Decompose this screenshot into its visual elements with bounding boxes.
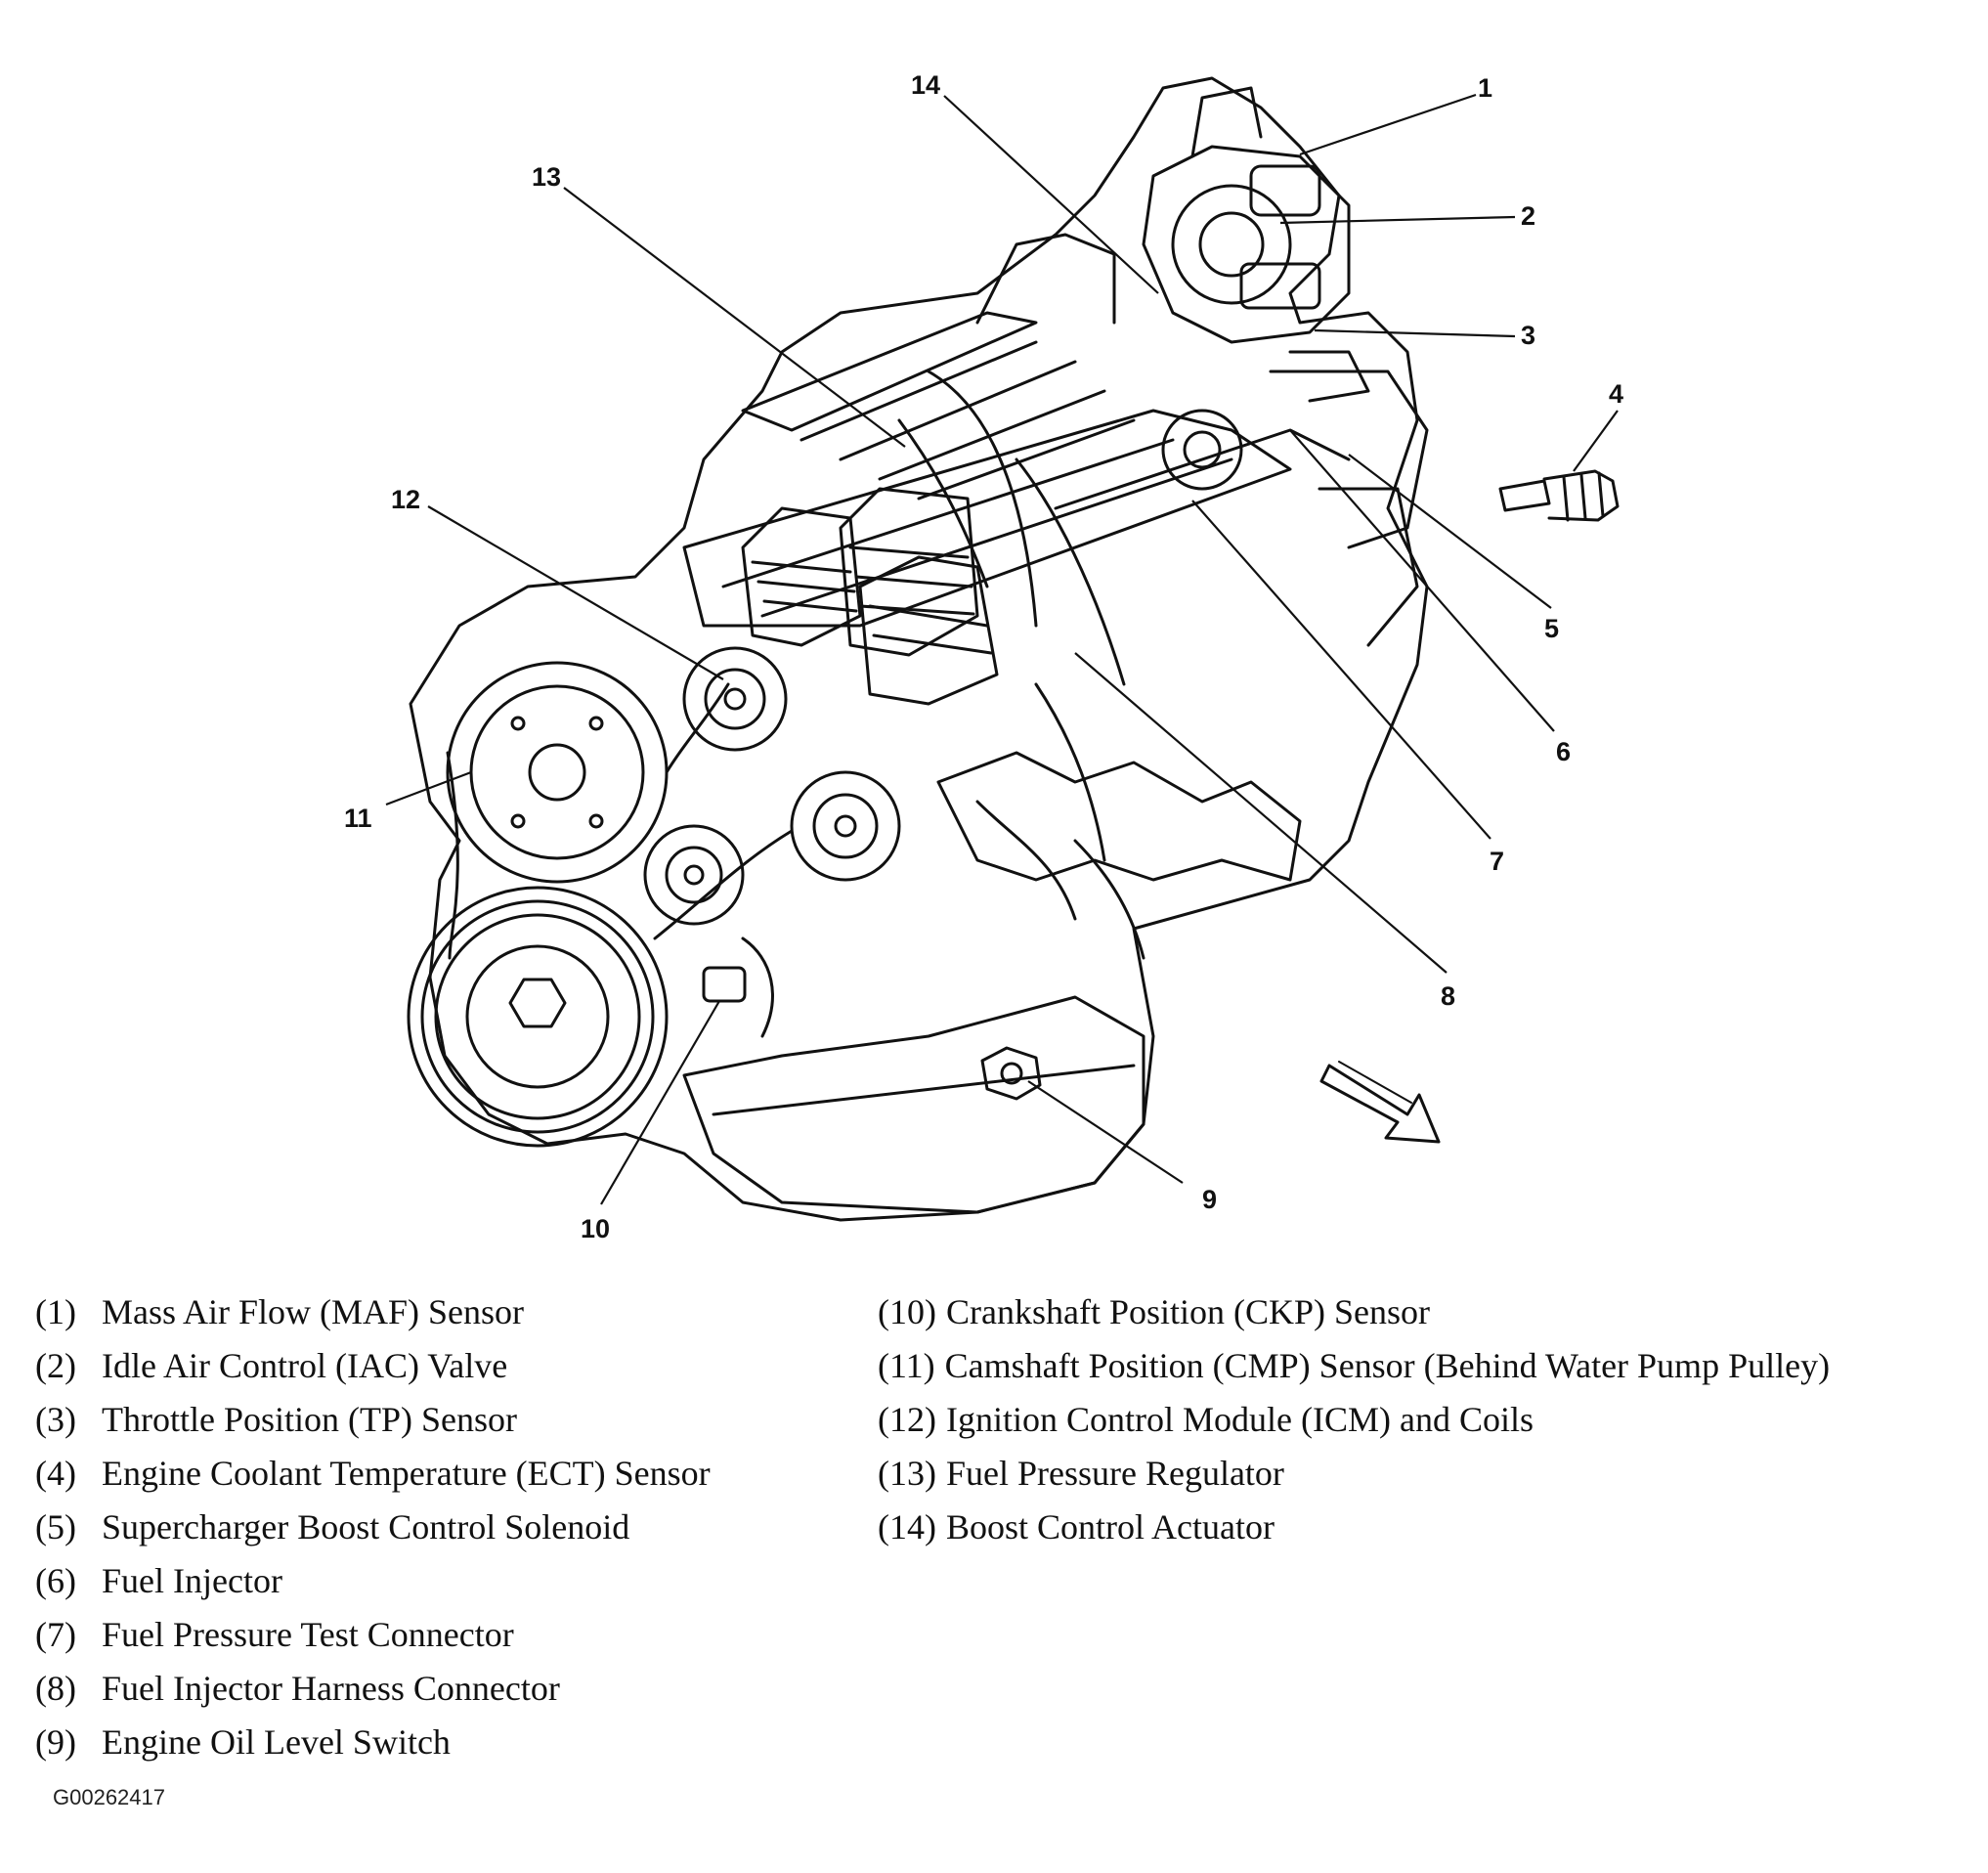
water-pump-pulley [446, 661, 669, 884]
legend-label: Engine Coolant Temperature (ECT) Sensor [102, 1454, 711, 1493]
callout-12: 12 [391, 485, 420, 514]
legend-label: Throttle Position (TP) Sensor [102, 1400, 517, 1439]
legend-label: Fuel Injector Harness Connector [102, 1669, 560, 1708]
legend-number: (11) [878, 1346, 935, 1385]
legend-label: Ignition Control Module (ICM) and Coils [945, 1400, 1534, 1439]
callout-1: 1 [1478, 73, 1492, 103]
legend-number: (1) [35, 1292, 76, 1331]
legend-item: (10)Crankshaft Position (CKP) Sensor [878, 1285, 1830, 1339]
callout-6: 6 [1556, 737, 1571, 766]
callout-11: 11 [344, 804, 372, 833]
legend-item: (13)Fuel Pressure Regulator [878, 1447, 1830, 1501]
leader-line-6 [1289, 429, 1555, 732]
direction-arrow [1319, 1064, 1441, 1144]
coil-pack-left [741, 506, 862, 647]
legend-item: (12)Ignition Control Module (ICM) and Co… [878, 1393, 1830, 1447]
callout-4: 4 [1609, 379, 1623, 409]
throttle-body [1142, 145, 1351, 344]
figure-code: G00262417 [53, 1785, 165, 1809]
legend-number: (14) [878, 1507, 936, 1546]
legend-label: Mass Air Flow (MAF) Sensor [102, 1292, 525, 1331]
leader-line-4 [1573, 410, 1619, 472]
legend-number: (5) [35, 1507, 76, 1546]
leader-line-11 [385, 770, 472, 806]
leader-line-10 [600, 1000, 720, 1205]
legend-label: Camshaft Position (CMP) Sensor (Behind W… [944, 1346, 1831, 1385]
legend-label: Crankshaft Position (CKP) Sensor [945, 1292, 1430, 1331]
leader-line-8 [1074, 652, 1448, 974]
legend-item: (2) Idle Air Control (IAC) Valve [35, 1339, 711, 1393]
legend-label: Idle Air Control (IAC) Valve [102, 1346, 508, 1385]
callout-14: 14 [911, 70, 940, 100]
callout-9: 9 [1202, 1185, 1217, 1214]
engine-outline [409, 76, 1429, 1222]
legend-item: (6) Fuel Injector [35, 1554, 711, 1608]
leader-line-13 [563, 187, 906, 448]
legend-number: (3) [35, 1400, 76, 1439]
legend-item: (4) Engine Coolant Temperature (ECT) Sens… [35, 1447, 711, 1501]
legend-item: (11)Camshaft Position (CMP) Sensor (Behi… [878, 1339, 1830, 1393]
idler-pulley-3 [643, 824, 745, 926]
leader-line-5 [1348, 454, 1552, 609]
callout-3: 3 [1521, 321, 1535, 350]
legend-number: (6) [35, 1561, 76, 1600]
ect-sensor [1498, 479, 1551, 512]
legend-label: Fuel Pressure Test Connector [102, 1615, 514, 1654]
legend-right-column: (10)Crankshaft Position (CKP) Sensor (11… [878, 1285, 1830, 1554]
coil-pack-right [858, 555, 999, 706]
legend-left-column: (1) Mass Air Flow (MAF) Sensor (2) Idle Ai… [35, 1285, 711, 1769]
legend-label: Engine Oil Level Switch [102, 1722, 451, 1762]
legend-label: Supercharger Boost Control Solenoid [102, 1507, 630, 1546]
legend-number: (10) [878, 1292, 936, 1331]
legend-number: (7) [35, 1615, 76, 1654]
leader-line-1 [1299, 93, 1477, 156]
exhaust-manifold [936, 751, 1302, 882]
legend-item: (7) Fuel Pressure Test Connector [35, 1608, 711, 1662]
engine-diagram: 1 2 3 4 5 6 7 8 9 10 11 12 13 14 [344, 70, 1623, 1243]
legend-number: (2) [35, 1346, 76, 1385]
legend-label: Fuel Injector [102, 1561, 282, 1600]
idler-pulley-1 [682, 646, 788, 752]
coil-pack-center [839, 487, 979, 657]
callout-7: 7 [1490, 847, 1504, 876]
callout-8: 8 [1441, 981, 1455, 1011]
legend-item: (9) Engine Oil Level Switch [35, 1716, 711, 1769]
leader-line-14 [943, 95, 1159, 294]
legend-label: Boost Control Actuator [945, 1507, 1275, 1546]
legend-item: (3) Throttle Position (TP) Sensor [35, 1393, 711, 1447]
oil-pan [682, 995, 1145, 1214]
callout-13: 13 [532, 162, 561, 192]
leader-line-7 [1191, 500, 1491, 840]
legend-label: Fuel Pressure Regulator [945, 1454, 1284, 1493]
leader-line-9 [1027, 1080, 1184, 1184]
legend-item: (14)Boost Control Actuator [878, 1501, 1830, 1554]
leader-line-2 [1279, 215, 1516, 225]
legend-item: (8) Fuel Injector Harness Connector [35, 1662, 711, 1716]
legend-number: (12) [878, 1400, 936, 1439]
leader-line-3 [1314, 328, 1516, 338]
legend-number: (9) [35, 1722, 76, 1762]
callout-2: 2 [1521, 201, 1535, 231]
callout-5: 5 [1544, 614, 1559, 643]
idler-pulley-2 [790, 770, 901, 882]
legend-number: (13) [878, 1454, 936, 1493]
legend-number: (8) [35, 1669, 76, 1708]
leader-line-12 [427, 505, 724, 680]
legend-item: (1) Mass Air Flow (MAF) Sensor [35, 1285, 711, 1339]
legend-number: (4) [35, 1454, 76, 1493]
crankshaft-pulley [407, 886, 669, 1148]
callout-10: 10 [581, 1214, 610, 1243]
legend-item: (5) Supercharger Boost Control Solenoid [35, 1501, 711, 1554]
